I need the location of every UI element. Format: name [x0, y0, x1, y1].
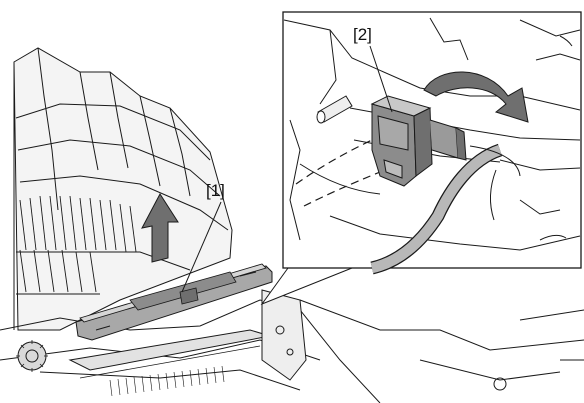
leader-line-1 — [181, 201, 222, 293]
callout-label-1: [1] — [206, 181, 225, 200]
curved-arrow-icon — [423, 71, 529, 123]
part-1-component — [75, 263, 273, 341]
dashed-guide-upper — [295, 139, 373, 185]
detail-inset: [2] — [260, 11, 582, 306]
dashed-guide-lower — [303, 171, 381, 207]
callout-label-2: [2] — [353, 25, 372, 44]
arrow-up-icon — [141, 193, 179, 263]
leader-line-2 — [369, 45, 393, 113]
part-2-clip — [370, 95, 467, 187]
machine-main-view — [0, 47, 584, 403]
